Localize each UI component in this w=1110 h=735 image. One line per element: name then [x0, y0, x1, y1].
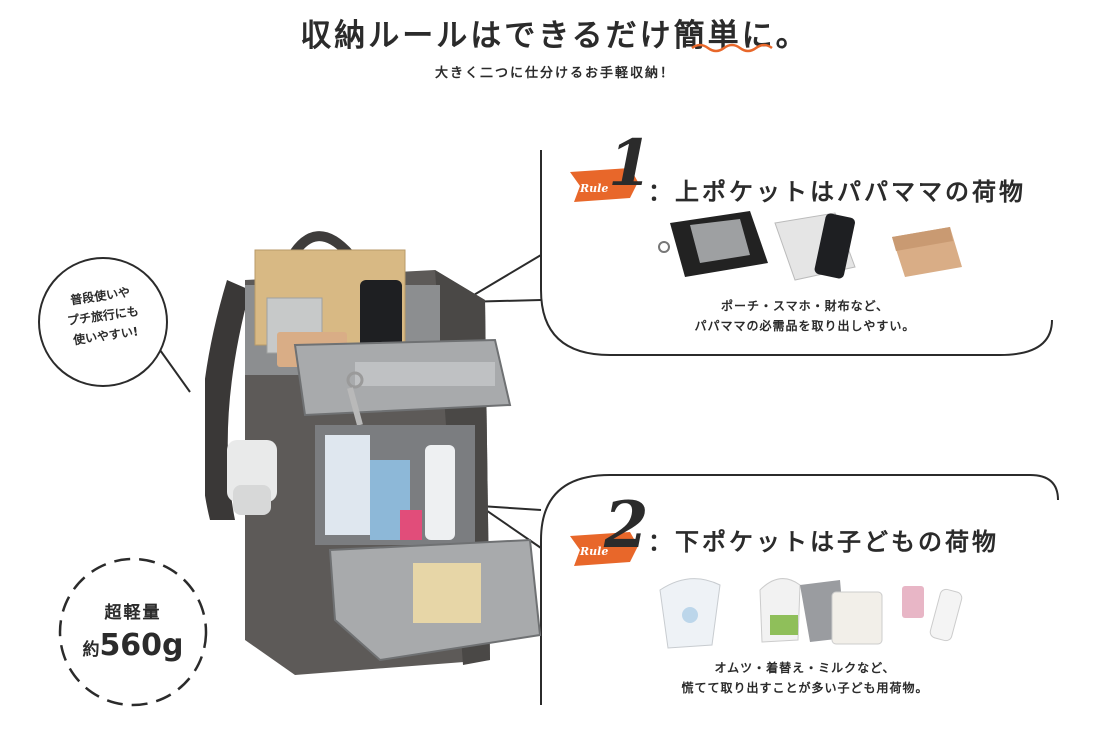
- rule-2-heading: ：下ポケットは子どもの荷物: [648, 528, 999, 556]
- rule-2-description: オムツ・着替え・ミルクなど、 慌てて取り出すことが多い子ども用荷物。: [640, 658, 970, 698]
- weight-prefix: 約: [82, 640, 100, 660]
- rule-2-number: 2: [604, 488, 649, 563]
- rule-1-number: 1: [608, 126, 653, 201]
- diaper-icon: [659, 578, 721, 649]
- rule-1-heading: ：上ポケットはパパママの荷物: [648, 178, 1026, 206]
- rule-1-desc-line: パパママの必需品を取り出しやすい。: [694, 319, 916, 333]
- rule-1-description: ポーチ・スマホ・財布など、 パパママの必需品を取り出しやすい。: [640, 296, 970, 336]
- rule-2-desc-line: オムツ・着替え・ミルクなど、: [714, 661, 896, 675]
- rule-1-tag-ribbon: [570, 168, 638, 202]
- phone-towel-icon: [774, 212, 856, 281]
- rule-2-tag-ribbon: [570, 532, 638, 566]
- rule-2-items: [659, 578, 963, 649]
- weight-label: 超軽量: [104, 603, 162, 623]
- rule-1-desc-line: ポーチ・スマホ・財布など、: [720, 299, 890, 313]
- page-subtitle: 大きく二つに仕分けるお手軽収納！: [434, 66, 675, 81]
- baby-clothes-icon: [759, 578, 883, 645]
- backpack-illustration: [205, 231, 542, 675]
- wallet-icon: [892, 227, 962, 277]
- baby-bottle-icon: [902, 586, 963, 642]
- rule-1-tag: Rule: [580, 182, 609, 195]
- rule-2-desc-line: 慌てて取り出すことが多い子ども用荷物。: [681, 681, 929, 695]
- rule-1-items: [658, 211, 962, 281]
- rule-2-tag: Rule: [580, 545, 609, 558]
- weight-number: 560g: [99, 628, 184, 663]
- weight-value: 約560g: [60, 628, 206, 663]
- pouch-icon: [658, 211, 768, 277]
